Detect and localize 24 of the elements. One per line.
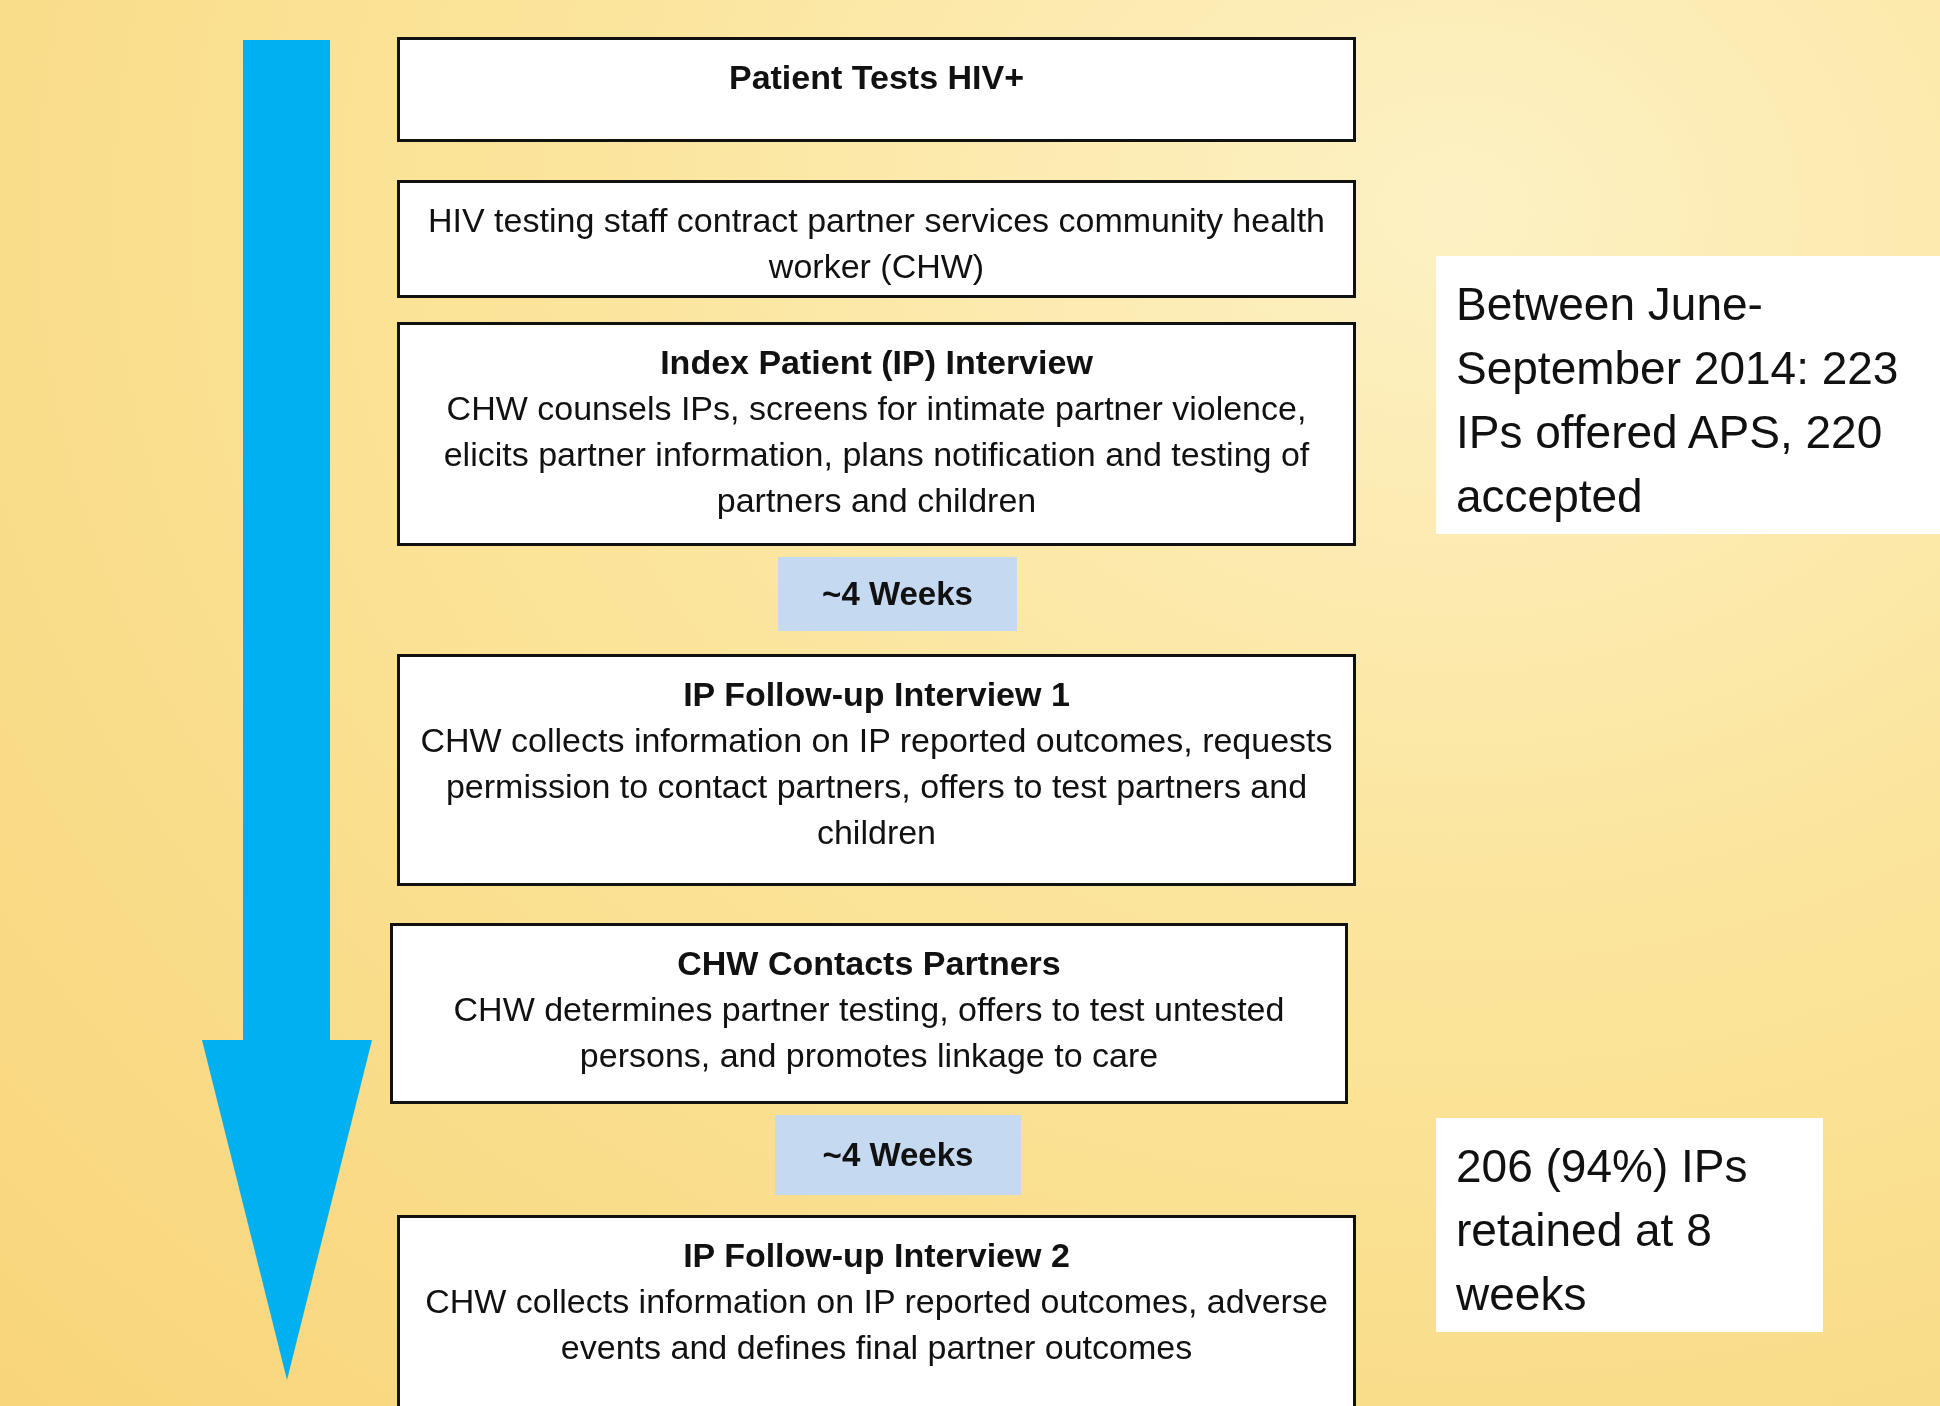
- process-box: [390, 923, 1348, 1104]
- note-box: [1436, 1118, 1823, 1332]
- box-heading: IP Follow-up Interview 2: [683, 1235, 1070, 1276]
- duration-box: [778, 557, 1017, 631]
- box-text: CHW determines partner testing, offers to test untested persons, and promotes linkage to care: [452, 989, 1286, 1076]
- process-box: [397, 654, 1356, 886]
- box-text: 206 (94%) IPs retained at 8 weeks: [1456, 1139, 1749, 1322]
- box-text: ~4 Weeks: [822, 1136, 974, 1174]
- box-text: Between June-September 2014: 223 IPs offered APS, 220 accepted: [1456, 277, 1900, 524]
- box-text: HIV testing staff contract partner services community health worker (CHW): [427, 200, 1326, 287]
- process-box: [397, 180, 1356, 298]
- note-box: [1436, 256, 1940, 534]
- box-text: CHW collects information on IP reported outcomes, requests permission to contact partners, offers to test partners and children: [420, 720, 1333, 853]
- box-text: CHW counsels IPs, screens for intimate partner violence, elicits partner information, plans notification and testing of partners and children: [442, 388, 1311, 521]
- process-box: [397, 1215, 1356, 1406]
- box-heading: IP Follow-up Interview 1: [683, 674, 1070, 715]
- duration-box: [775, 1115, 1021, 1195]
- process-box: [397, 322, 1356, 546]
- box-text: Patient Tests HIV+: [728, 57, 1025, 98]
- box-heading: CHW Contacts Partners: [677, 943, 1061, 984]
- box-heading: Index Patient (IP) Interview: [660, 342, 1093, 383]
- process-box: [397, 37, 1356, 142]
- box-text: CHW collects information on IP reported outcomes, adverse events and defines final partner outcomes: [424, 1281, 1329, 1368]
- box-text: ~4 Weeks: [822, 575, 973, 613]
